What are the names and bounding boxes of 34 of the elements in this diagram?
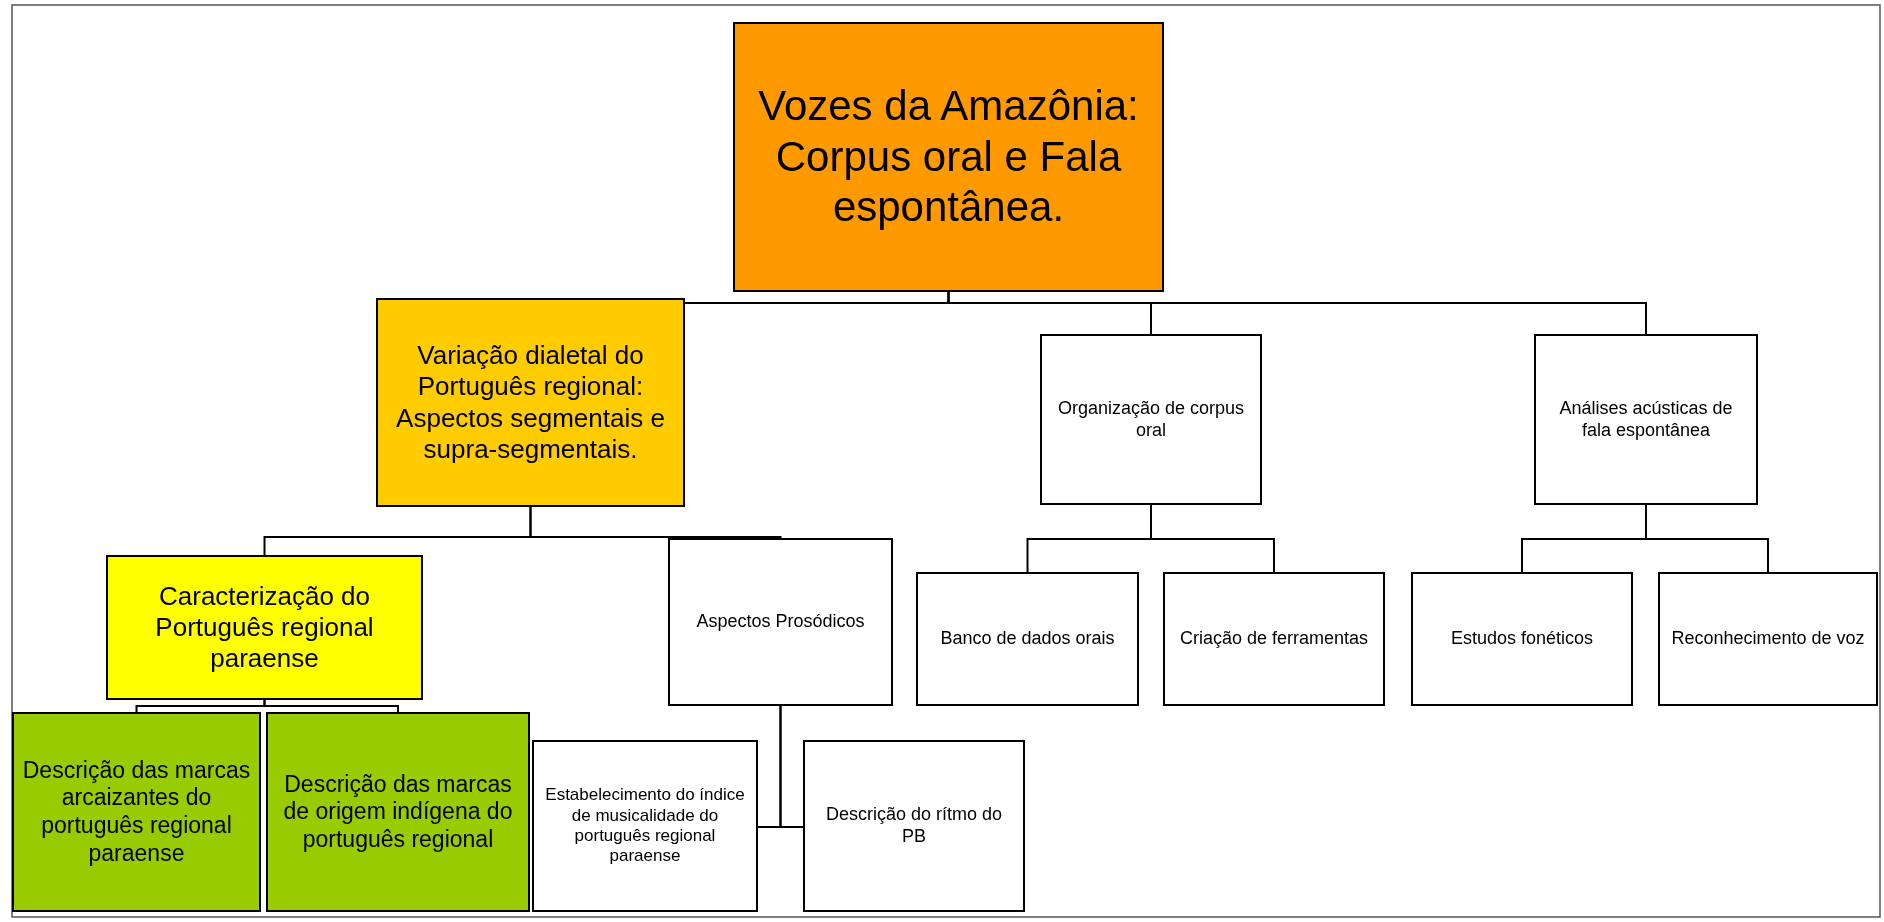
process-box (532, 740, 758, 912)
box-label: Estudos fonéticos (1450, 628, 1594, 650)
connector-line (529, 506, 782, 539)
box-label: Vozes da Amazônia: Corpus oral e Fala espontânea. (757, 81, 1140, 233)
connector-line (263, 699, 399, 713)
connector-line (947, 291, 1647, 335)
box-label: Variação dialetal do Português regional: Aspectos segmentais e supra-segmentais. (395, 340, 666, 465)
process-box (1411, 572, 1633, 706)
process-box (1163, 572, 1385, 706)
box-label: Caracterização do Português regional paraense (154, 580, 375, 675)
box-label: Reconhecimento de voz (1671, 628, 1865, 650)
process-box (1534, 334, 1758, 505)
process-box (1040, 334, 1262, 505)
process-box (803, 740, 1025, 912)
process-box (733, 22, 1164, 292)
process-box (266, 712, 530, 912)
box-label: Aspectos Prosódicos (696, 611, 865, 633)
box-label: Organização de corpus oral (1056, 397, 1246, 442)
box-label: Descrição das marcas arcaizantes do português regional paraense (22, 756, 251, 868)
process-box (376, 298, 685, 507)
box-label: Criação de ferramentas (1179, 628, 1369, 650)
box-label: Banco de dados orais (940, 628, 1115, 650)
box-label: Análises acústicas de fala espontânea (1558, 397, 1734, 442)
box-label: Descrição do rítmo do PB (824, 804, 1004, 848)
process-box (106, 555, 423, 700)
box-label: Descrição das marcas de origem indígena do português regional (282, 770, 514, 854)
box-label: Estabelecimento do índice de musicalidade do português regional paraense (544, 785, 746, 867)
process-box (916, 572, 1139, 706)
process-box (668, 538, 893, 706)
connector-line (1645, 504, 1769, 573)
connector-line (1150, 504, 1275, 573)
connector-line (779, 705, 804, 828)
process-box (1658, 572, 1878, 706)
process-box (12, 712, 261, 912)
